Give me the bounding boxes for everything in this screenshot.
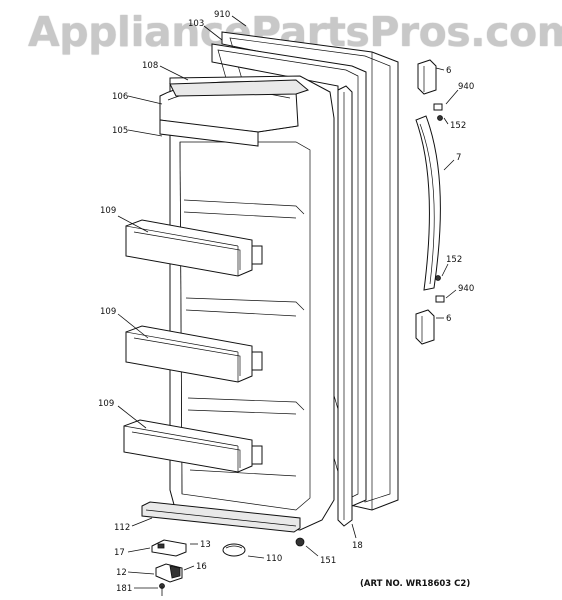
- callout-16: 16: [196, 562, 207, 572]
- handle-clip-bottom: [435, 275, 445, 303]
- side-trim-strip: [337, 85, 353, 527]
- callout-17: 17: [114, 548, 125, 558]
- callout-108: 108: [142, 61, 158, 71]
- callout-940-bottom: 940: [458, 284, 474, 294]
- callout-940-top: 940: [458, 82, 474, 92]
- callout-910: 910: [214, 10, 230, 20]
- handle-endcap-top: [417, 59, 437, 95]
- callout-6-top: 6: [446, 66, 451, 76]
- callout-109-middle: 109: [100, 307, 116, 317]
- callout-105: 105: [112, 126, 128, 136]
- callout-12: 12: [116, 568, 127, 578]
- callout-103: 103: [188, 19, 204, 29]
- callout-106: 106: [112, 92, 128, 102]
- door-bin-middle: [125, 325, 263, 383]
- callout-112: 112: [114, 523, 130, 533]
- callout-181: 181: [116, 584, 132, 594]
- hinge-parts: [151, 539, 187, 596]
- callout-152-bottom: 152: [446, 255, 462, 265]
- handle-endcap-bottom: [415, 309, 435, 345]
- callout-109-upper: 109: [100, 206, 116, 216]
- callout-7: 7: [456, 153, 461, 163]
- handle-clip-top: [433, 103, 443, 121]
- door-bin-lower: [123, 419, 263, 473]
- door-bin-upper: [125, 219, 263, 277]
- art-number: (ART NO. WR18603 C2): [360, 579, 471, 589]
- callout-152-top: 152: [450, 121, 466, 131]
- door-stop: [222, 543, 246, 557]
- callout-6-bottom: 6: [446, 314, 451, 324]
- callout-151: 151: [320, 556, 336, 566]
- door-handle: [415, 115, 441, 291]
- leader-lines: [117, 15, 459, 589]
- screw: [295, 537, 305, 547]
- callout-18: 18: [352, 541, 363, 551]
- callout-13: 13: [200, 540, 211, 550]
- dairy-compartment: [159, 79, 310, 147]
- callout-109-lower: 109: [98, 399, 114, 409]
- callout-110: 110: [266, 554, 282, 564]
- bottom-trim: [141, 501, 301, 533]
